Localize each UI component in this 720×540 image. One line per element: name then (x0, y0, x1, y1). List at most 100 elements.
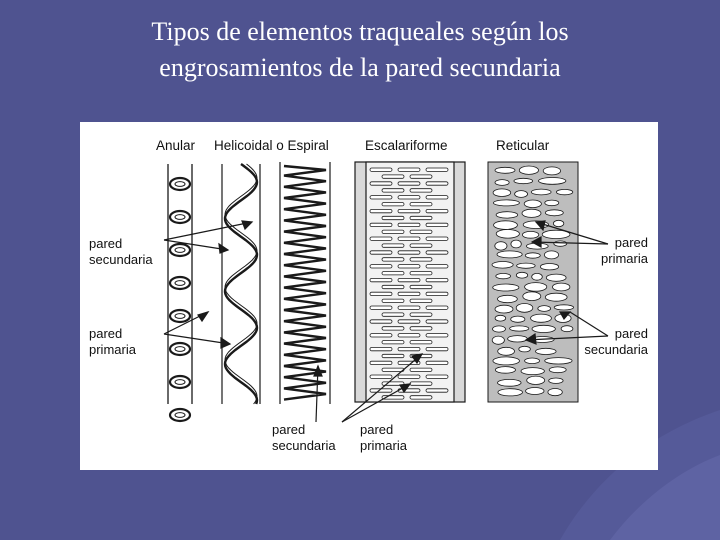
scalariform-pit (369, 333, 393, 338)
reticulate-pit (541, 229, 571, 240)
header-helicoidal: Helicoidal o Espiral (214, 138, 329, 153)
helicoidal-element (221, 163, 261, 405)
reticulate-pit (539, 263, 559, 271)
scalariform-pit (381, 243, 405, 248)
reticulate-pit (526, 375, 546, 385)
reticulate-pit (496, 250, 523, 259)
scalariform-pit (425, 222, 449, 227)
label-left-pared-secundaria: pared secundaria (89, 236, 153, 267)
reticulate-pit (494, 366, 516, 374)
reticulate-pit (491, 261, 514, 269)
annular-ring (168, 242, 192, 258)
scalariform-pit (425, 236, 449, 241)
scalariform-pit (369, 374, 393, 379)
scalariform-pit (381, 271, 405, 276)
scalariform-pit (409, 326, 433, 331)
scalariform-pit (369, 209, 393, 214)
reticulate-pit (523, 199, 542, 208)
reticulate-pit (494, 304, 514, 314)
reticulate-pit (492, 356, 520, 366)
scalariform-pit (369, 167, 393, 172)
reticulate-pit (497, 378, 522, 387)
reticulate-pit (497, 388, 523, 397)
scalariform-pit (381, 188, 405, 193)
reticular-element (487, 161, 579, 403)
reticulate-pit (492, 325, 506, 333)
scalariform-pit (425, 277, 449, 283)
reticulate-pit (522, 291, 542, 302)
scalariform-pit (425, 264, 449, 269)
reticulate-pit (492, 188, 512, 197)
header-anular: Anular (156, 138, 196, 153)
reticulate-pit (497, 346, 515, 356)
scalariform-pit (409, 298, 433, 303)
scalariform-pit (397, 250, 421, 255)
scalariform-pit (425, 360, 449, 365)
scalariform-pit (397, 167, 421, 172)
annular-ring (168, 374, 192, 390)
scalariform-pit (381, 202, 405, 207)
scalariform-pit (425, 195, 449, 200)
annular-ring-inner (174, 214, 186, 220)
scalariform-pit (381, 229, 405, 234)
header-escalariforme: Escalariforme (365, 138, 448, 153)
reticulate-pit (515, 271, 529, 279)
reticulate-pit (544, 357, 573, 365)
reticulate-pit (543, 250, 559, 260)
scalariform-pit (381, 284, 405, 290)
helical-thickening (224, 163, 258, 405)
scalariform-pit (397, 209, 421, 214)
reticulate-pit (538, 177, 567, 185)
scalariform-pit (409, 188, 433, 193)
scalariform-pit (381, 353, 405, 359)
reticulate-pit (510, 315, 526, 323)
reticulate-pit (531, 324, 556, 333)
reticulate-pit (553, 304, 574, 311)
reticulate-pit (497, 294, 518, 304)
scalariform-pit (397, 181, 421, 186)
scalariform-pit (397, 236, 421, 241)
reticulate-pit (495, 229, 520, 239)
scalariform-pit (369, 181, 393, 186)
scalariform-pit (409, 243, 433, 248)
tracheary-elements-drawing (163, 161, 609, 423)
annular-ring-inner (174, 181, 186, 187)
spiral-thickening (283, 164, 327, 401)
scalariform-pit (397, 222, 421, 227)
reticulate-pit (494, 166, 516, 174)
scalariform-pit (409, 395, 433, 400)
reticulate-pit (495, 273, 512, 280)
scalariform-pit (409, 174, 433, 179)
anular-element (167, 164, 193, 423)
scalariform-pit (409, 381, 433, 386)
reticulate-pit (544, 209, 564, 217)
dense-spiral-element (279, 162, 331, 404)
scalariform-pit (381, 257, 405, 262)
scalariform-pit (369, 264, 393, 269)
scalariform-pit (369, 277, 393, 283)
pointer-arrows (163, 220, 609, 423)
slide-title-line-1: Tipos de elementos traqueales según los (151, 17, 569, 46)
scalariform-pit (381, 312, 405, 317)
annular-ring (168, 209, 192, 225)
scalariform-pit (409, 215, 433, 221)
annular-ring-inner (174, 412, 186, 418)
reticulate-pit (510, 239, 522, 249)
reticulate-pit (524, 252, 541, 259)
helical-thickening (223, 163, 259, 405)
label-right-pared-secundaria: pared secundaria (584, 326, 648, 357)
label-bottom-pared-secundaria: pared secundaria (272, 422, 336, 453)
reticulate-pit (491, 335, 505, 345)
scalariform-pit (369, 222, 393, 227)
scalariform-pit (381, 326, 405, 331)
label-right-pared-primaria: pared primaria (601, 235, 648, 266)
scalariform-pit (425, 181, 449, 186)
scalariform-pit (397, 346, 421, 352)
scalariform-pit (425, 333, 449, 338)
reticulate-pit (548, 366, 567, 374)
reticulate-pit (548, 377, 564, 384)
scalariform-pit (397, 374, 421, 379)
annular-ring-inner (174, 346, 186, 352)
escalariforme-element (354, 161, 466, 403)
scalariform-pit (409, 202, 433, 207)
